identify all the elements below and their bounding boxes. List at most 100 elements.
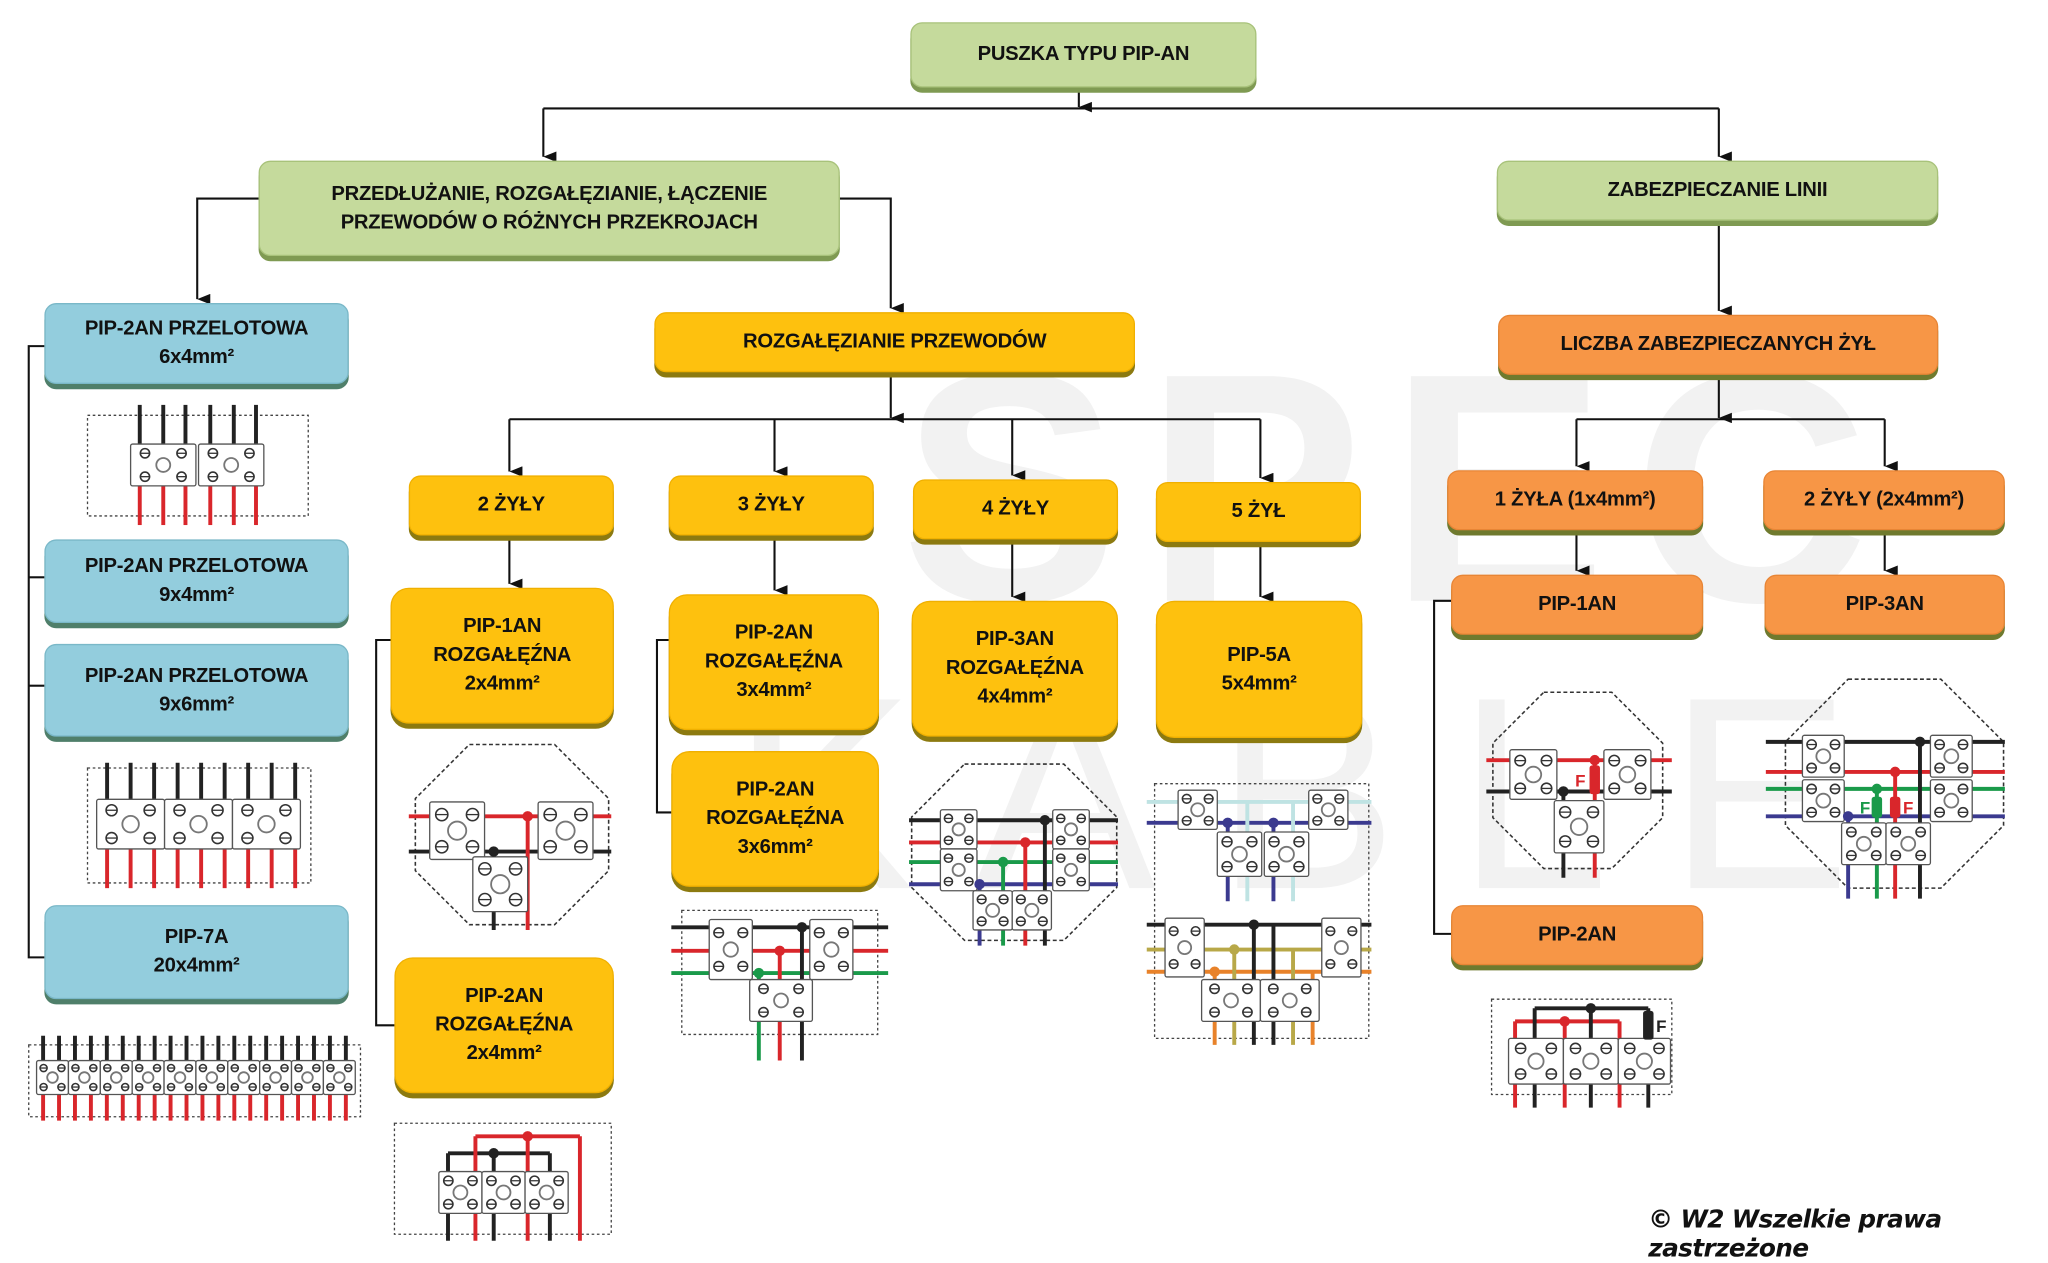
junction-dot bbox=[1914, 736, 1926, 748]
product-pip1an-protect: PIP-1AN bbox=[1451, 574, 1704, 635]
clamp-hole-icon bbox=[538, 1184, 555, 1201]
terminal-block bbox=[1052, 848, 1090, 892]
through-name: PIP-7A bbox=[164, 926, 229, 949]
terminal-block bbox=[1553, 799, 1605, 854]
product-pip2an-protect: PIP-2AN bbox=[1451, 905, 1704, 966]
product-type: ROZGAŁĘŹNA bbox=[433, 643, 572, 667]
fuse-label: F bbox=[1903, 799, 1913, 818]
clamp-hole-icon bbox=[110, 1071, 123, 1084]
terminal-block bbox=[939, 809, 978, 850]
group-label: 2 ŻYŁY bbox=[477, 493, 545, 516]
product-type: ROZGAŁĘŹNA bbox=[706, 807, 845, 830]
clamp-hole-icon bbox=[269, 1071, 282, 1084]
terminal-block bbox=[1259, 978, 1320, 1023]
through-size: 6x4mm² bbox=[159, 346, 235, 369]
product-name: PIP-2AN bbox=[465, 984, 544, 1008]
diagram-pip3an-4x4 bbox=[909, 763, 1119, 946]
junction-dot bbox=[796, 922, 808, 933]
diagram-through-6x4 bbox=[86, 404, 309, 526]
product-size: 4x4mm² bbox=[977, 685, 1053, 708]
junction-dot bbox=[974, 879, 985, 890]
clamp-hole-icon bbox=[1900, 835, 1917, 852]
terminal-block bbox=[35, 1059, 70, 1096]
diagram-protect-pip2an: F bbox=[1490, 998, 1673, 1108]
clamp-hole-icon bbox=[452, 1184, 469, 1201]
enclosure-octagon-outline bbox=[910, 763, 1118, 942]
product-pip3an-4x4: PIP-3AN ROZGAŁĘŹNA 4x4mm² bbox=[911, 600, 1119, 737]
terminal-block bbox=[129, 443, 197, 487]
terminal-block bbox=[1885, 822, 1932, 866]
clamp-hole-icon bbox=[257, 814, 276, 834]
junction-dot bbox=[522, 811, 533, 822]
through-size: 9x4mm² bbox=[159, 583, 235, 607]
terminal-block bbox=[972, 890, 1013, 931]
product-name: PIP-1AN bbox=[463, 615, 542, 638]
enclosure-octagon-outline bbox=[1492, 691, 1664, 870]
terminal-block bbox=[131, 1059, 165, 1096]
clamp-hole-icon bbox=[1281, 992, 1298, 1009]
junction-dot bbox=[1020, 837, 1031, 848]
fuse-label: F bbox=[1656, 1017, 1666, 1036]
clamp-hole-icon bbox=[1569, 817, 1589, 836]
through-box-2: PIP-2AN PRZELOTOWA 9x4mm² bbox=[44, 539, 349, 624]
branching-title: ROZGAŁĘZIANIE PRZEWODÓW bbox=[743, 330, 1047, 353]
fuse-label: F bbox=[1575, 771, 1585, 790]
through-name: PIP-2AN PRZELOTOWA bbox=[84, 664, 309, 687]
clamp-hole-icon bbox=[1231, 845, 1248, 863]
terminal-block bbox=[481, 1170, 526, 1215]
clamp-hole-icon bbox=[1524, 765, 1543, 784]
through-box-4: PIP-7A 20x4mm² bbox=[44, 905, 349, 1000]
terminal-block bbox=[99, 1059, 133, 1096]
junction-dot bbox=[488, 846, 499, 857]
junction-dot bbox=[1585, 1003, 1597, 1014]
junction-dot bbox=[1229, 944, 1240, 955]
terminal-block bbox=[1801, 734, 1845, 778]
branch-extend-box: PRZEDŁUŻANIE, ROZGAŁĘZIANIE, ŁĄCZENIE PR… bbox=[258, 160, 840, 256]
diagram-pip5a-5x4 bbox=[1146, 783, 1372, 1045]
clamp-hole-icon bbox=[173, 1071, 187, 1084]
clamp-hole-icon bbox=[1527, 1052, 1545, 1070]
terminal-block bbox=[472, 856, 529, 913]
product-name: PIP-3AN bbox=[1845, 592, 1924, 616]
clamp-hole-icon bbox=[1063, 862, 1079, 877]
junction-dot bbox=[522, 1131, 533, 1142]
product-name: PIP-2AN bbox=[1538, 923, 1617, 946]
clamp-hole-icon bbox=[1024, 902, 1040, 918]
clamp-hole-icon bbox=[189, 814, 208, 834]
junction-dot bbox=[1209, 966, 1220, 977]
clamp-hole-icon bbox=[1815, 748, 1832, 765]
bracket-through bbox=[27, 345, 45, 959]
bracket-3-wires bbox=[655, 638, 672, 814]
junction-dot bbox=[997, 856, 1009, 868]
through-size: 20x4mm² bbox=[153, 954, 240, 977]
clamp-hole-icon bbox=[722, 941, 739, 958]
terminal-block bbox=[1603, 749, 1652, 800]
through-name: PIP-2AN PRZELOTOWA bbox=[84, 317, 309, 340]
product-size: 3x6mm² bbox=[737, 835, 813, 859]
terminal-block bbox=[438, 1170, 483, 1215]
clamp-hole-icon bbox=[301, 1071, 314, 1084]
terminal-block bbox=[258, 1059, 293, 1096]
terminal-block bbox=[1562, 1037, 1619, 1085]
group-label: 4 ŻYŁY bbox=[981, 497, 1050, 520]
diagram-protect-pip1an: F bbox=[1486, 691, 1672, 878]
diagram-pip1an-2x4 bbox=[408, 743, 612, 930]
terminal-block bbox=[1801, 779, 1845, 823]
copyright-notice: © W2 Wszelkie prawa zastrzeżone bbox=[1648, 1205, 1942, 1263]
terminal-block bbox=[95, 798, 166, 850]
clamp-hole-icon bbox=[223, 457, 240, 473]
terminal-block bbox=[1164, 917, 1205, 978]
enclosure-outline bbox=[393, 1122, 612, 1235]
terminal-block bbox=[1617, 1037, 1672, 1085]
clamp-hole-icon bbox=[46, 1071, 59, 1084]
clamp-hole-icon bbox=[78, 1071, 91, 1084]
terminal-block bbox=[197, 443, 265, 487]
clamp-hole-icon bbox=[495, 1184, 512, 1201]
terminal-block bbox=[524, 1170, 569, 1215]
terminal-block bbox=[537, 801, 594, 861]
junction-dot bbox=[1039, 815, 1051, 826]
protection-title: LICZBA ZABEZPIECZANYCH ŻYŁ bbox=[1560, 333, 1877, 356]
junction-dot bbox=[1558, 786, 1569, 797]
terminal-block bbox=[1052, 809, 1090, 850]
